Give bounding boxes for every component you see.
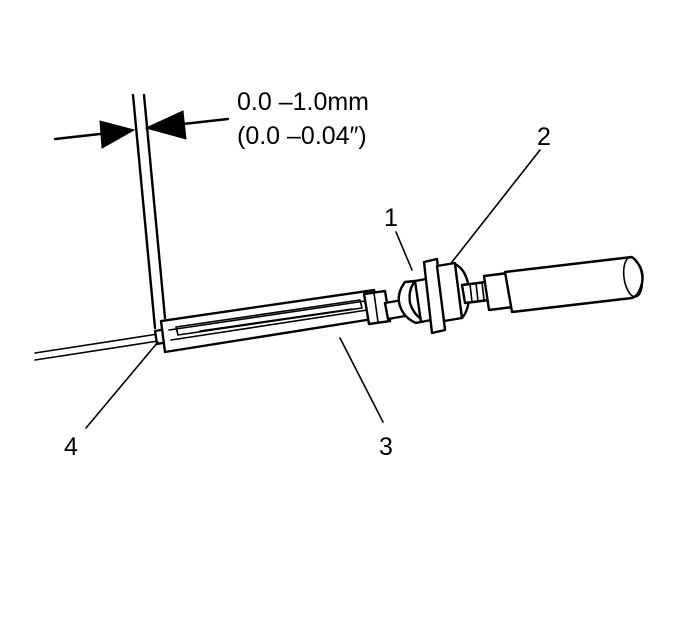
right-arrowhead-icon	[144, 110, 187, 140]
dimension-imperial-text: (0.0 –0.04″)	[237, 122, 367, 150]
cable-housing	[503, 255, 644, 314]
reference-plate	[131, 93, 167, 330]
callout-leaders	[85, 149, 541, 429]
jam-nut	[383, 277, 433, 325]
callout-4: 4	[64, 433, 78, 461]
cable-wire	[34, 333, 159, 361]
mounting-flange	[422, 257, 471, 335]
callout-1: 1	[384, 204, 398, 232]
callout-3: 3	[379, 433, 393, 461]
left-arrowhead-icon	[99, 120, 136, 149]
dimension-arrows	[53, 110, 230, 149]
callout-2: 2	[537, 123, 551, 151]
adjuster-sleeve	[159, 288, 392, 354]
dimension-metric-text: 0.0 –1.0mm	[237, 88, 369, 116]
